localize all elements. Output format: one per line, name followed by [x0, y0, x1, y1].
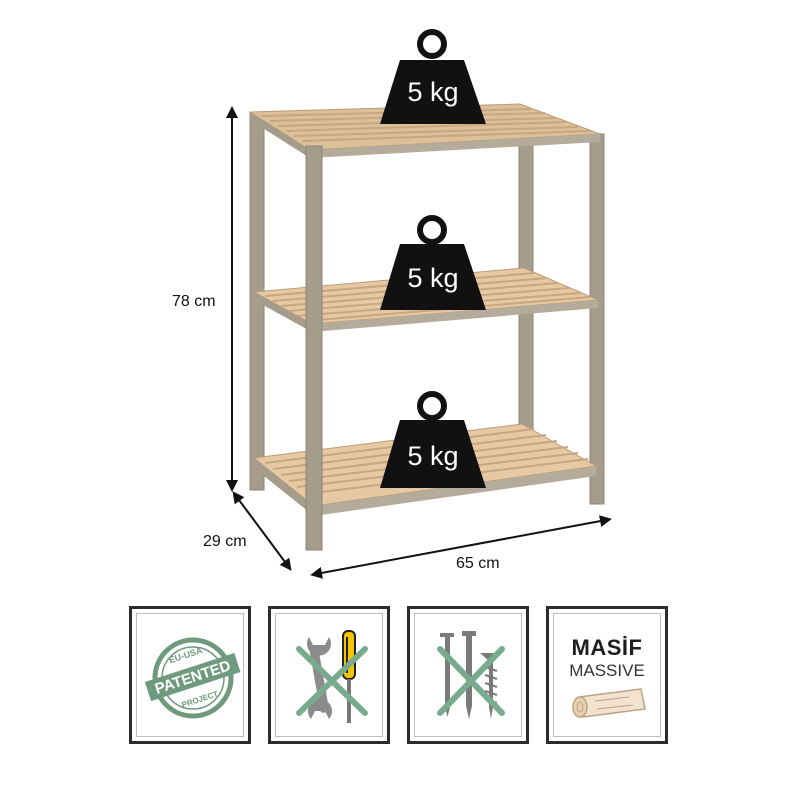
screwdriver-icon	[342, 630, 356, 723]
weight-bottom: 5 kg	[380, 391, 486, 488]
no-screws-badge	[407, 606, 529, 744]
width-label: 65 cm	[456, 555, 500, 572]
patented-badge: EU-USA PATENTED PROJECT	[129, 606, 251, 744]
depth-label: 29 cm	[203, 533, 247, 550]
weight-bottom-label: 5 kg	[407, 441, 458, 471]
no-screws-icon	[437, 631, 505, 719]
height-label: 78 cm	[172, 293, 216, 310]
top-shelf	[248, 103, 601, 158]
right-post	[589, 133, 605, 505]
no-tools-badge	[268, 606, 390, 744]
masif-title: MASİF	[571, 635, 643, 660]
cross-icon	[437, 646, 505, 716]
screw-icon	[462, 631, 476, 719]
shelf-rack	[248, 103, 605, 551]
solid-wood-badge: MASİF MASSIVE	[546, 606, 668, 744]
patented-seal-icon: EU-USA PATENTED PROJECT	[144, 637, 241, 719]
wood-log-icon	[572, 688, 646, 718]
weight-middle: 5 kg	[380, 215, 486, 310]
front-left-post	[305, 145, 323, 551]
weight-middle-label: 5 kg	[407, 263, 458, 293]
seal-bottom-text: PROJECT	[181, 689, 220, 709]
massive-subtitle: MASSIVE	[569, 661, 645, 680]
no-tools-icon	[296, 630, 368, 723]
depth-dimension-line	[232, 491, 292, 571]
weight-top: 5 kg	[380, 29, 486, 124]
cross-icon	[296, 646, 368, 716]
width-dimension-line	[310, 515, 612, 579]
weight-top-label: 5 kg	[407, 77, 458, 107]
